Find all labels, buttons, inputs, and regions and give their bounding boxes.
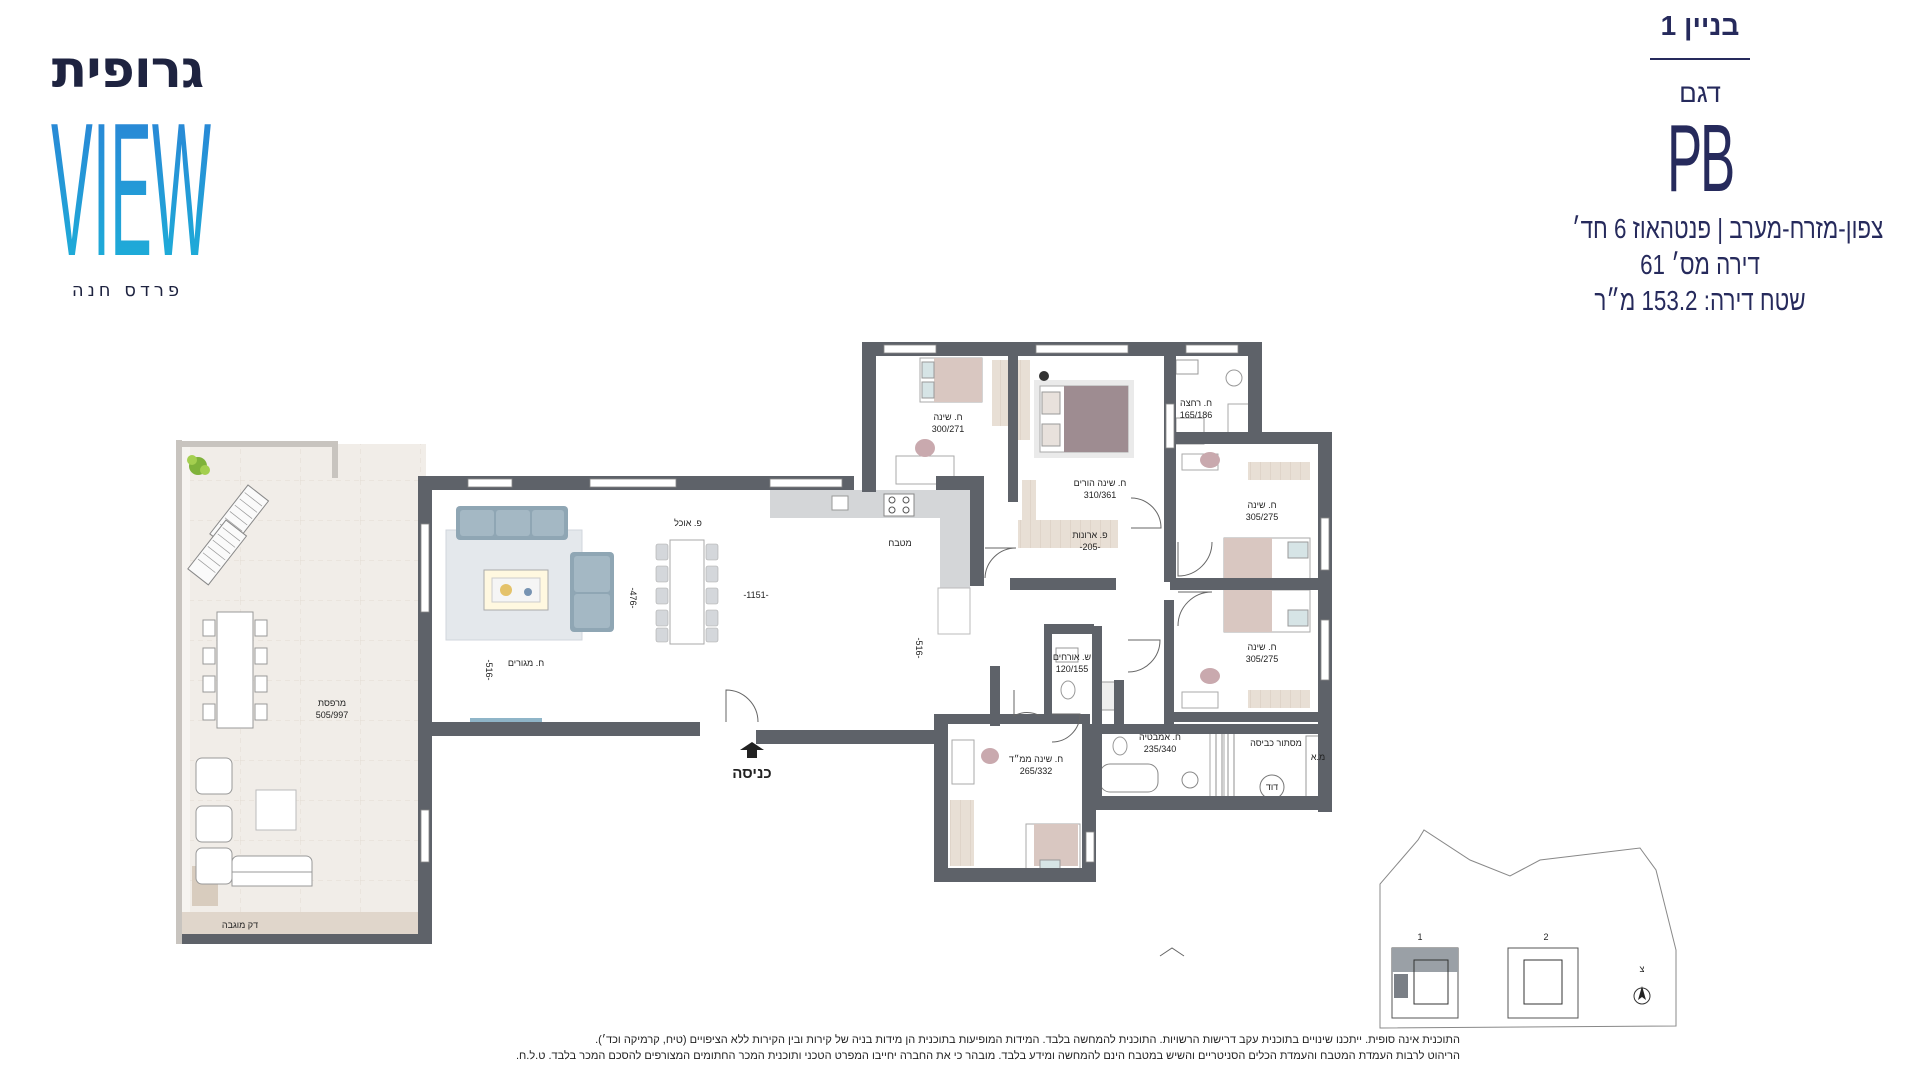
bed1-dim: 300/271 — [932, 424, 965, 434]
cooktop-icon — [883, 493, 915, 517]
guest-wc-dim: 120/155 — [1056, 664, 1089, 674]
model-code: PB — [1666, 105, 1735, 212]
height-right-dimension: -516- — [914, 637, 924, 658]
wardrobe-dim: -205- — [1079, 542, 1100, 552]
guest-wc-label: ש. אורחים — [1053, 652, 1092, 662]
logo-view-wordmark: VIEW — [51, 110, 211, 260]
bed3-dim: 305/275 — [1246, 654, 1279, 664]
terrace-label: מרפסת — [318, 698, 346, 708]
logo-subtitle: פרדס חנה — [71, 280, 184, 301]
height-mid-dimension: -476- — [628, 587, 638, 608]
master-label: ח. שינה הורים — [1074, 478, 1127, 488]
sofa-icon — [456, 506, 614, 632]
sun-lounger-2 — [187, 519, 248, 586]
svg-text:VIEW: VIEW — [51, 110, 211, 260]
terrace-dining-table — [202, 611, 268, 729]
north-arrow-icon — [1638, 986, 1646, 1000]
apartment-area: שטח דירה: 153.2 מ״ר — [1594, 285, 1806, 316]
terrace-lounge — [195, 757, 313, 887]
entry-arrow-icon — [740, 742, 764, 758]
mamad-label: ח. שינה ממ״ד — [1009, 754, 1063, 764]
mamad-dim: 265/332 — [1020, 766, 1053, 776]
dining-table — [655, 539, 719, 645]
entry-label: כניסה — [732, 765, 771, 782]
model-header: בניין 1 דגם PB צפון-מזרח-מערב | פנטהאוז … — [1540, 10, 1883, 317]
model-label: דגם — [1679, 78, 1721, 108]
bed1-label: ח. שינה — [933, 412, 962, 422]
plant-icon — [187, 455, 210, 475]
water-heater-label: דוד — [1266, 782, 1278, 792]
building-number: בניין 1 — [1660, 10, 1740, 41]
width-dimension: -1151- — [743, 590, 768, 600]
header-divider — [1650, 58, 1750, 60]
kitchen-counters — [770, 490, 971, 635]
apartment-number: דירה מס׳ 61 — [1640, 249, 1760, 280]
logo-hebrew: גרופית — [51, 40, 204, 100]
master-bed — [1018, 360, 1134, 548]
bath1-label: ח. רחצה — [1180, 398, 1212, 408]
bed-2 — [1181, 452, 1311, 581]
ma-label: מ.א — [1311, 752, 1325, 762]
disclaimer-line-1: התוכנית אינה סופית. ייתכנו שינויים בתוכנ… — [595, 1034, 1460, 1046]
kitchen-label: מטבח — [888, 538, 911, 548]
deck-label: דק מוגבה — [222, 920, 258, 930]
north-label: צ — [1640, 964, 1645, 974]
bath2-label: ח. אמבטיה — [1139, 732, 1181, 742]
keyplan-building-1: 1 — [1417, 932, 1422, 942]
room-labels: ח. שינה 300/271 ח. שינה הורים 310/361 ח.… — [222, 398, 1325, 930]
windows — [420, 344, 1330, 863]
terrace-dim: 505/997 — [316, 710, 349, 720]
wardrobe-label: פ. ארונות — [1072, 530, 1107, 540]
bed3-label: ח. שינה — [1247, 642, 1276, 652]
disclaimer-line-2: הריהוט לרבות העמדת המטבח והעמדת הכלים הס… — [515, 1050, 1460, 1062]
bath2-dim: 235/340 — [1144, 744, 1177, 754]
storage-label: מסתור כביסה — [1250, 738, 1302, 748]
dining-label: פ. אוכל — [674, 518, 702, 528]
keyplan-building-2: 2 — [1543, 932, 1548, 942]
logo: גרופית VIEW פרדס חנה — [45, 40, 225, 310]
key-plan: 1 2 צ — [1159, 829, 1677, 1029]
living-label: ח. מגורים — [508, 658, 544, 668]
bed-3 — [1181, 589, 1311, 709]
doors — [725, 497, 1213, 743]
bath1-dim: 165/186 — [1180, 410, 1213, 420]
master-dim: 310/361 — [1084, 490, 1117, 500]
height-left-dimension: -516- — [484, 659, 494, 680]
bed2-dim: 305/275 — [1246, 512, 1279, 522]
living-rug — [445, 529, 583, 641]
bed2-label: ח. שינה — [1247, 500, 1276, 510]
